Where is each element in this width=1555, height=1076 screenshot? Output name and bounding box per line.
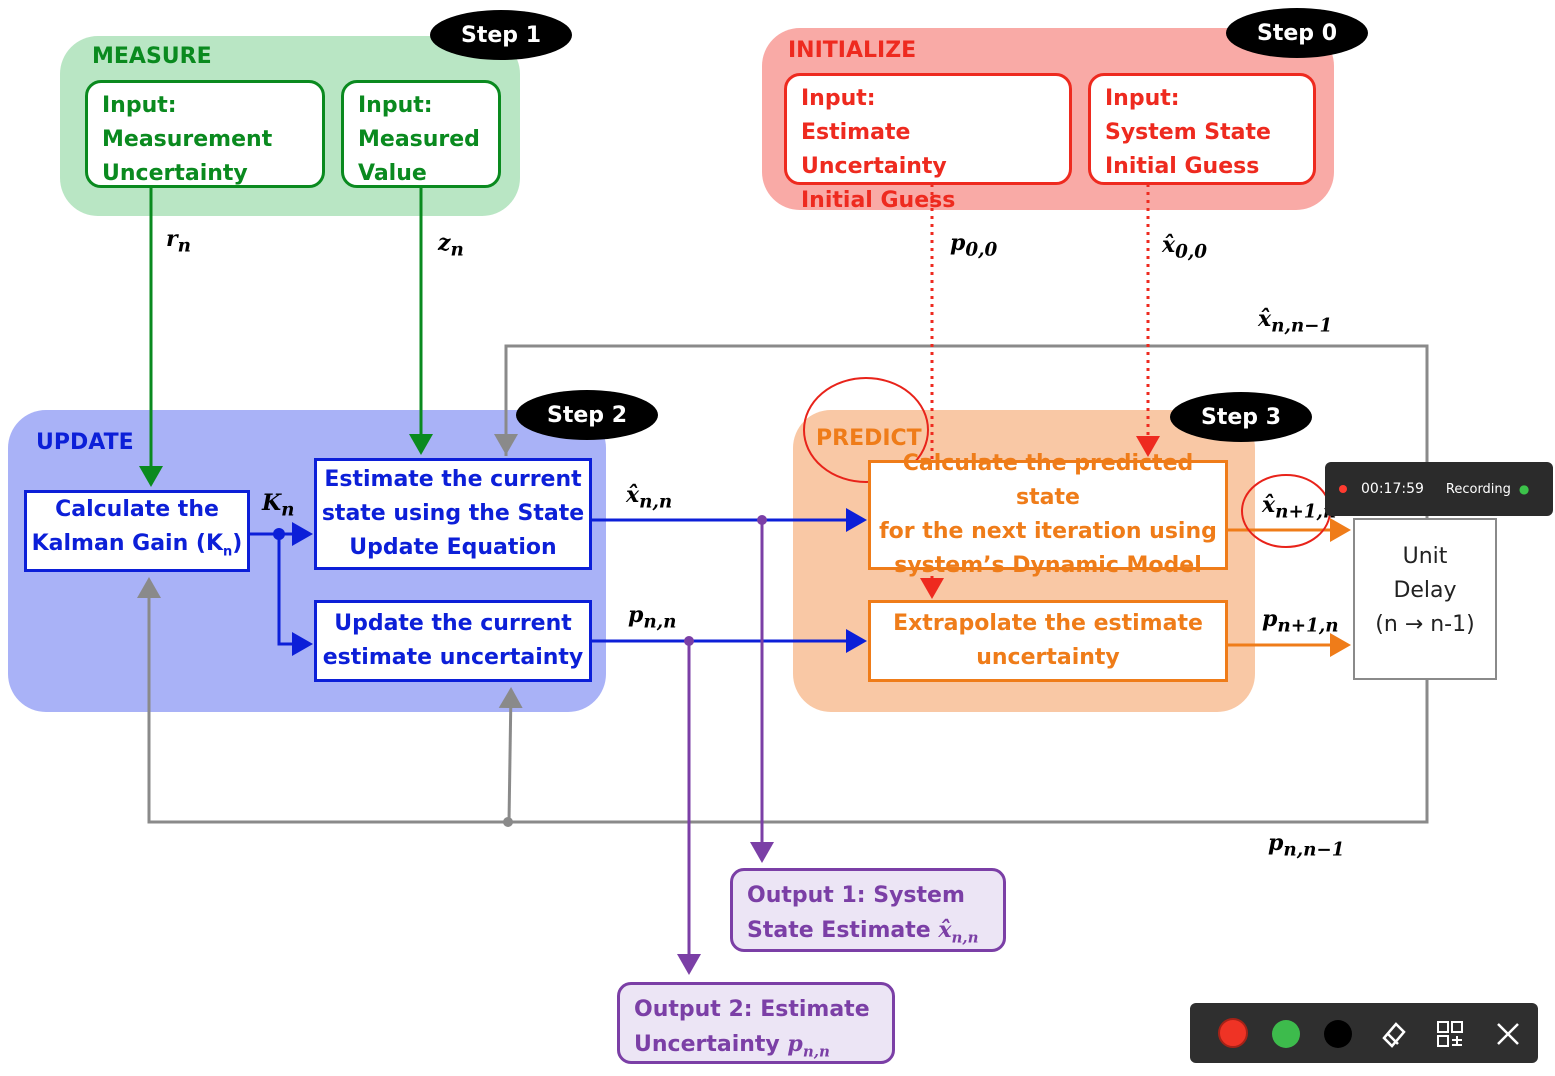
label-p00: p0,0 xyxy=(950,230,998,261)
predict-title: PREDICT xyxy=(816,426,922,451)
green-color-button[interactable] xyxy=(1272,1020,1300,1048)
recording-label: Recording xyxy=(1445,481,1511,497)
annotation-toolbar xyxy=(1190,1003,1538,1063)
output2-box: Output 2: Estimate Uncertainty pn,n xyxy=(617,982,895,1064)
black-color-button[interactable] xyxy=(1324,1020,1352,1048)
recording-indicator[interactable]: 00:17:59 Recording ● xyxy=(1325,462,1553,516)
output1-box: Output 1: System State Estimate x̂n,n xyxy=(730,868,1006,952)
initialize-title: INITIALIZE xyxy=(788,38,917,63)
eraser-icon[interactable] xyxy=(1378,1018,1410,1050)
label-x00: x̂0,0 xyxy=(1162,232,1208,263)
feedback-loop-uncertainty xyxy=(137,577,1429,824)
kalman-gain-box: Calculate the Kalman Gain (Kn) xyxy=(24,490,250,572)
close-icon[interactable] xyxy=(1492,1018,1524,1050)
recording-dot-icon xyxy=(1339,485,1347,493)
measure-title: MEASURE xyxy=(92,44,212,69)
label-x-nn-1: x̂n,n−1 xyxy=(1258,306,1333,337)
step1-badge: Step 1 xyxy=(430,10,572,60)
label-r-n: rn xyxy=(166,226,191,257)
update-title: UPDATE xyxy=(36,430,134,455)
predict-annotation-circle xyxy=(803,377,929,483)
label-p-nn: pn,n xyxy=(628,602,677,633)
label-p-nn-1: pn,n−1 xyxy=(1268,830,1345,861)
step3-badge: Step 3 xyxy=(1170,392,1312,442)
label-k-n: Kn xyxy=(262,490,295,521)
step0-badge: Step 0 xyxy=(1226,8,1368,58)
label-x-n1n: x̂n+1,n xyxy=(1262,492,1337,523)
label-x-nn: x̂n,n xyxy=(626,482,673,513)
microphone-icon: ● xyxy=(1518,482,1530,496)
recording-time: 00:17:59 xyxy=(1361,481,1424,497)
step2-badge: Step 2 xyxy=(516,390,658,440)
label-z-n: zn xyxy=(438,230,464,261)
red-color-button[interactable] xyxy=(1218,1018,1248,1048)
grid-icon[interactable] xyxy=(1434,1018,1466,1050)
label-p-n1n: pn+1,n xyxy=(1262,606,1339,637)
